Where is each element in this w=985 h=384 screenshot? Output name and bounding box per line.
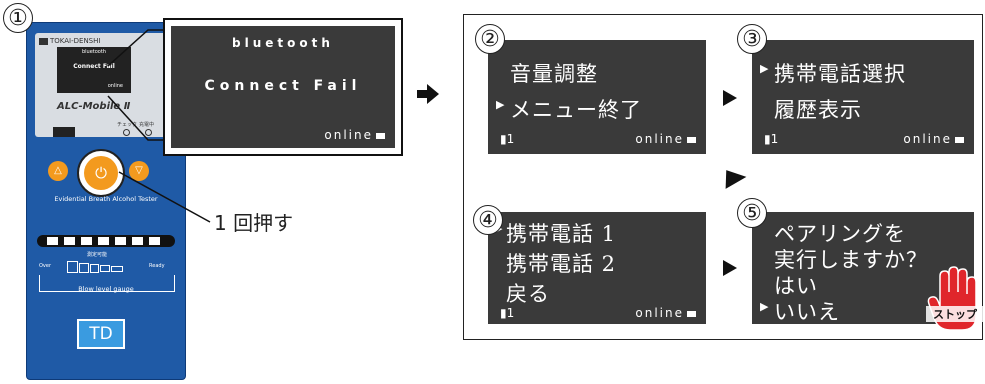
screen-step-3: ▶ 携帯電話選択 履歴表示 ▮1 online: [752, 40, 974, 154]
stop-hand-icon: ストップ: [926, 266, 984, 336]
s3-line-2: 履歴表示: [774, 98, 862, 122]
td-logo-text: TD: [89, 324, 113, 344]
s3-phone-indicator: ▮1: [764, 132, 779, 146]
s5-line-1: ペアリングを: [774, 222, 906, 246]
s4-phone-indicator: ▮1: [500, 306, 515, 320]
device-top-panel: TOKAI-DENSHI bluetooth Connect Fail onli…: [35, 33, 177, 137]
breath-tester-device: TOKAI-DENSHI bluetooth Connect Fail onli…: [26, 22, 186, 380]
down-button[interactable]: ▽: [129, 161, 149, 181]
step-number-2: ②: [475, 24, 505, 54]
s2-line-2: メニュー終了: [510, 98, 642, 122]
s2-line-1: 音量調整: [510, 62, 598, 86]
gauge-right-label: Ready: [149, 263, 165, 269]
display-window: [53, 127, 75, 137]
zoom-line2: Connect Fail: [204, 78, 362, 94]
device-mini-screen: bluetooth Connect Fail online: [57, 47, 131, 93]
s2-status: online: [635, 132, 696, 146]
zoom-screen: bluetooth Connect Fail online: [171, 26, 395, 148]
flow-frame: [463, 14, 983, 340]
mini-screen-status: online: [107, 83, 123, 89]
gauge-bracket: [39, 275, 175, 292]
led-label-check: チェック: [117, 122, 138, 128]
s4-line-1: 携帯電話 1: [506, 222, 617, 246]
arrow-2-to-3-icon: [723, 90, 737, 106]
stop-label: ストップ: [926, 306, 984, 322]
zoom-line1: bluetooth: [232, 36, 334, 50]
s2-phone-indicator: ▮1: [500, 132, 515, 146]
step-number-5: ⑤: [737, 198, 767, 228]
gauge-title: 測定可能: [87, 252, 108, 258]
s4-line-3: 戻る: [506, 282, 550, 306]
up-triangle-icon: △: [54, 165, 62, 176]
gauge-level-boxes: [67, 261, 147, 273]
s5-line-4: いいえ: [774, 300, 840, 324]
gauge-left-label: Over: [39, 263, 52, 269]
led-label-charging: 充電中: [139, 122, 155, 128]
mini-screen-line2: Connect Fail: [73, 63, 115, 70]
s3-cursor-icon: ▶: [760, 62, 769, 75]
brand-label: TOKAI-DENSHI: [39, 37, 100, 45]
screen-step-4: ▶ 携帯電話 1 携帯電話 2 戻る ▮1 online: [488, 212, 706, 324]
power-button[interactable]: ⏻: [84, 156, 118, 190]
arrow-4-to-5-icon: [723, 260, 737, 276]
model-label: ALC-Mobile Ⅱ: [57, 101, 131, 112]
band-text: Evidential Breath Alcohol Tester: [54, 195, 158, 203]
battery-icon: [687, 310, 696, 317]
battery-icon: [955, 136, 964, 143]
step-number-4: ④: [473, 205, 503, 235]
up-button[interactable]: △: [48, 161, 68, 181]
press-once-label: 1 回押す: [214, 211, 294, 235]
zoom-status: online: [324, 128, 385, 142]
step-number-3: ③: [737, 24, 767, 54]
s5-line-3: はい: [774, 274, 818, 298]
flow-arrow-icon: [417, 84, 439, 104]
gauge-bar: [37, 235, 175, 247]
step-number-1: ①: [3, 3, 33, 33]
s5-line-2: 実行しますか？: [774, 248, 928, 272]
power-icon: ⏻: [95, 164, 107, 182]
s4-line-2: 携帯電話 2: [506, 252, 617, 276]
gauge-label: Blow level gauge: [78, 285, 134, 293]
battery-icon: [376, 132, 385, 139]
zoom-frame: bluetooth Connect Fail online: [163, 18, 403, 156]
s5-cursor-icon: ▶: [760, 300, 769, 313]
s2-cursor-icon: ▶: [496, 98, 505, 111]
brand-logo-icon: [39, 37, 48, 45]
check-led-icon: [123, 129, 130, 136]
screen-step-2: 音量調整 ▶ メニュー終了 ▮1 online: [488, 40, 706, 154]
battery-icon: [687, 136, 696, 143]
s3-line-1: 携帯電話選択: [774, 62, 906, 86]
mini-screen-line1: bluetooth: [81, 49, 107, 55]
down-triangle-icon: ▽: [135, 165, 143, 176]
s3-status: online: [903, 132, 964, 146]
charging-led-icon: [145, 129, 152, 136]
s4-status: online: [635, 306, 696, 320]
td-logo: TD: [77, 319, 125, 349]
